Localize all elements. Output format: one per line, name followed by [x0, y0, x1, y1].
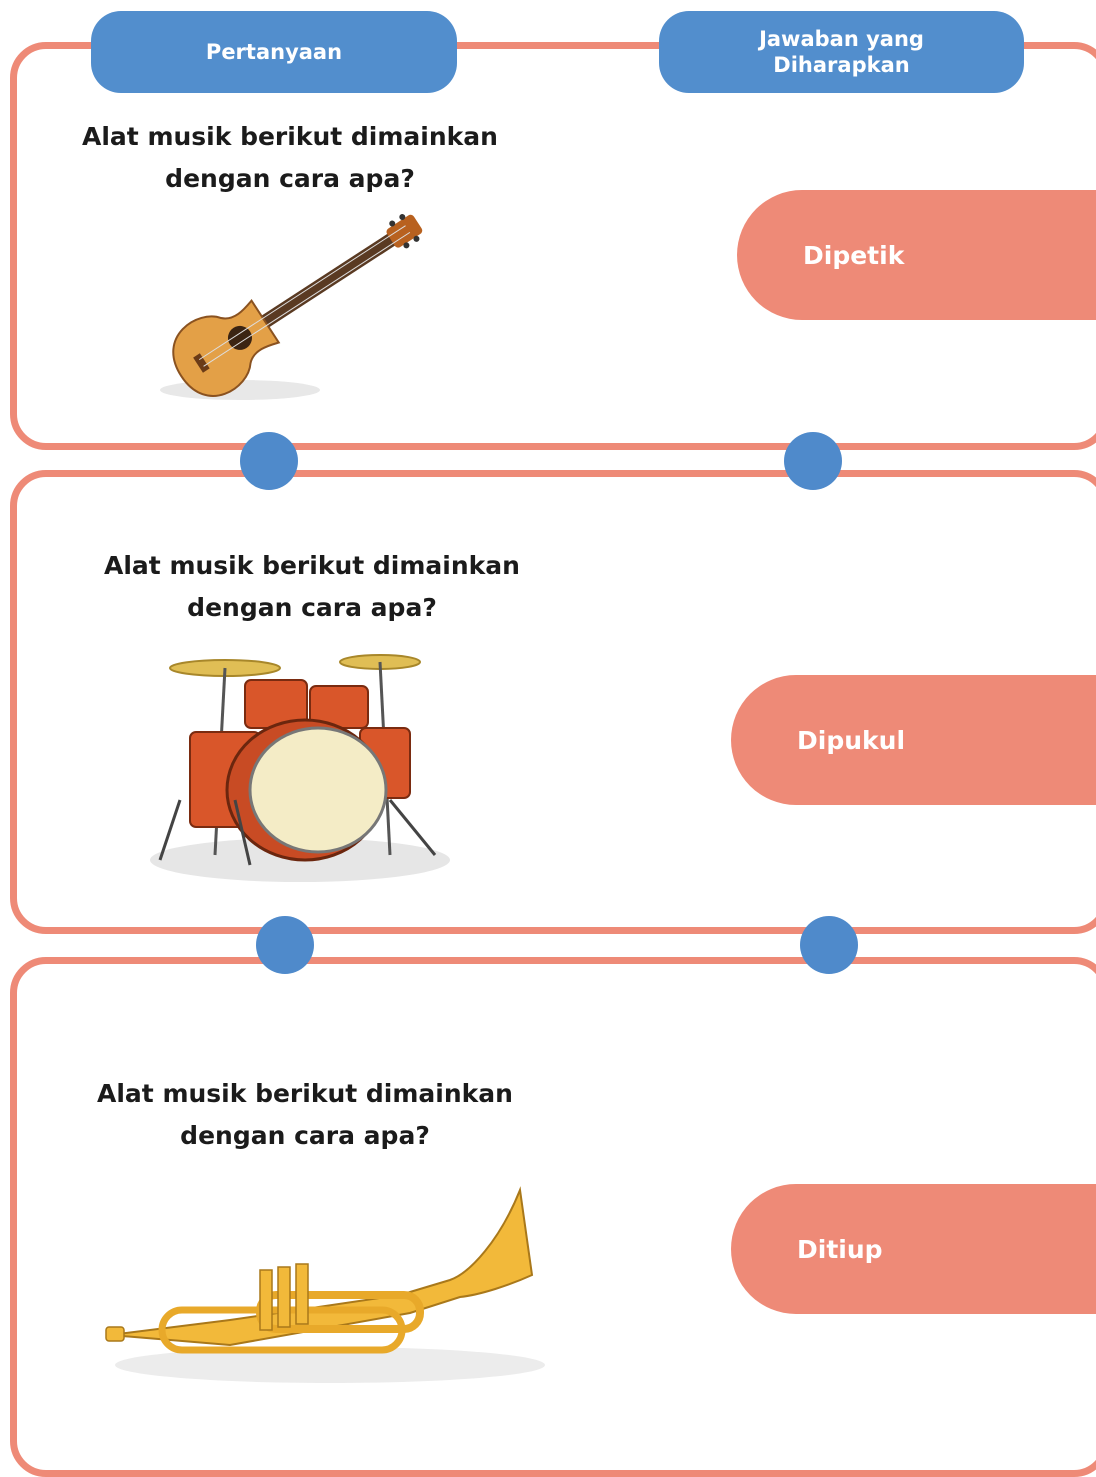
connector-dot: [784, 432, 842, 490]
answer-column-header: Jawaban yang Diharapkan: [659, 11, 1024, 93]
trumpet-icon: [105, 1186, 545, 1383]
answer-pill: Ditiup: [731, 1184, 1096, 1314]
connector-dot: [240, 432, 298, 490]
question-text: Alat musik berikut dimainkan dengan cara…: [104, 551, 520, 622]
answer-pill: Dipetik: [737, 190, 1096, 320]
drum-kit-icon: [150, 654, 450, 882]
question-text: Alat musik berikut dimainkan dengan cara…: [97, 1079, 513, 1150]
guitar-icon: [160, 214, 423, 400]
connector-dot: [256, 916, 314, 974]
question-text: Alat musik berikut dimainkan dengan cara…: [82, 122, 498, 193]
question-column-header: Pertanyaan: [91, 11, 457, 93]
answer-pill: Dipukul: [731, 675, 1096, 805]
connector-dot: [800, 916, 858, 974]
